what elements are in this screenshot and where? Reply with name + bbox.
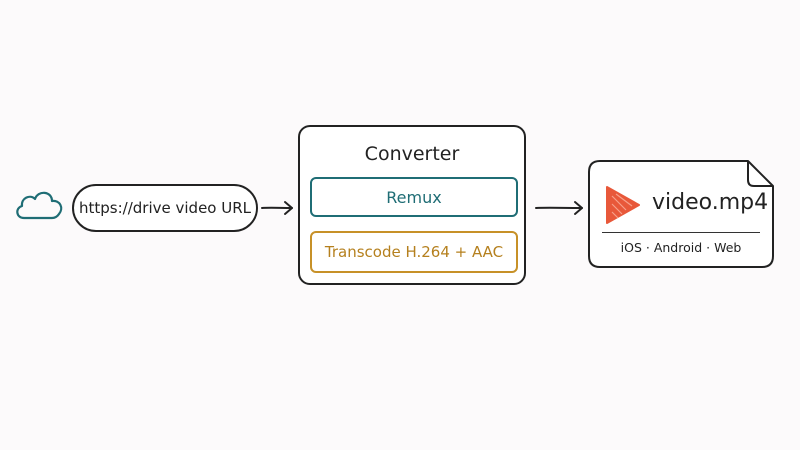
arrow-to-output	[535, 201, 583, 215]
source-url-node: https://drive video URL	[72, 184, 258, 232]
arrow-to-converter	[261, 201, 293, 215]
transcode-step: Transcode H.264 + AAC	[310, 231, 518, 273]
remux-step: Remux	[310, 177, 518, 217]
remux-label: Remux	[386, 187, 442, 207]
cloud-icon	[16, 191, 63, 220]
source-url-label: https://drive video URL	[79, 199, 251, 217]
output-filename: video.mp4	[652, 190, 769, 215]
converter-title: Converter	[364, 143, 460, 165]
file-divider	[602, 232, 760, 233]
transcode-label: Transcode H.264 + AAC	[324, 243, 504, 261]
output-file-node: video.mp4 iOS · Android · Web	[588, 160, 774, 268]
converter-node: Converter Remux Transcode H.264 + AAC	[298, 125, 526, 285]
play-icon	[606, 186, 640, 224]
output-platforms: iOS · Android · Web	[620, 240, 742, 255]
file-outline	[588, 160, 774, 268]
